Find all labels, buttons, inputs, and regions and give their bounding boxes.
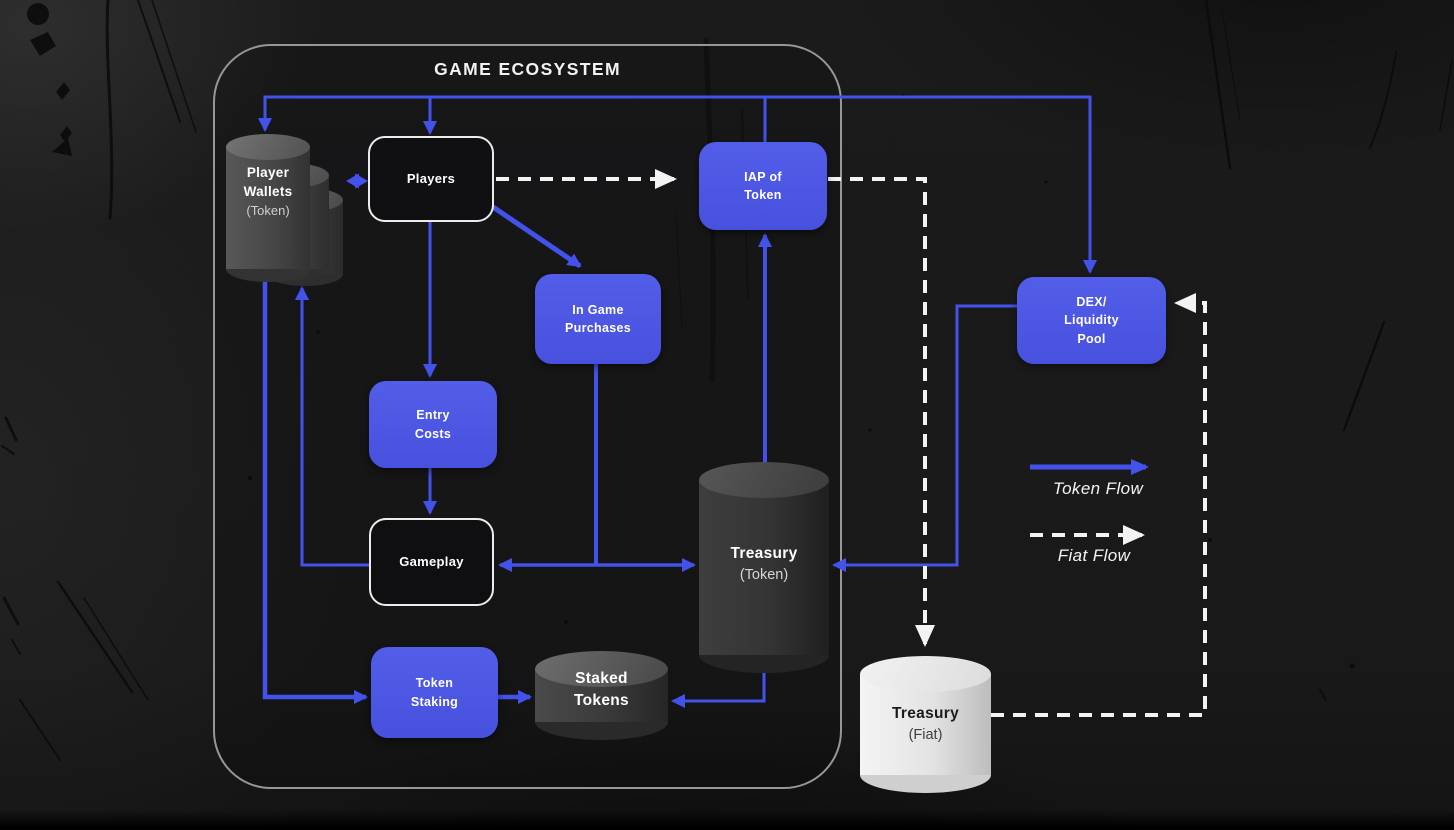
treasury-token-title: Treasury: [730, 545, 798, 562]
token-staking-label: Token Staking: [410, 676, 459, 709]
player-wallets-subtitle: (Token): [246, 202, 290, 218]
treasury-token-label: Treasury (Token): [702, 543, 826, 585]
node-gameplay: Gameplay: [369, 518, 494, 606]
node-player-wallets: [226, 134, 310, 282]
node-iap-of-token: IAP of Token: [699, 142, 827, 230]
edge-iap-to-treasury-fiat: [828, 177, 935, 647]
entry-costs-label: Entry Costs: [414, 408, 452, 441]
diagram-title: GAME ECOSYSTEM: [434, 59, 621, 79]
node-treasury-token: [699, 462, 829, 673]
iap-label: IAP of Token: [744, 169, 782, 202]
legend-fiat-flow-label: Fiat Flow: [1057, 546, 1131, 565]
player-wallets-label: Player Wallets (Token): [222, 164, 314, 220]
legend-token-flow-label: Token Flow: [1052, 479, 1144, 498]
edge-dex-to-treasury: [832, 304, 1017, 572]
edge-treasury-fiat-to-dex: [991, 293, 1207, 717]
node-token-staking: Token Staking: [371, 647, 498, 738]
treasury-fiat-title: Treasury: [891, 705, 960, 722]
staked-tokens-title: Staked Tokens: [574, 670, 629, 709]
player-wallets-title: Player Wallets: [243, 165, 293, 199]
players-label: Players: [406, 170, 456, 186]
treasury-fiat-label: Treasury (Fiat): [863, 703, 988, 745]
staked-tokens-label: Staked Tokens: [540, 668, 663, 711]
node-treasury-fiat: [860, 656, 991, 793]
in-game-purchases-label: In Game Purchases: [565, 302, 631, 335]
treasury-token-subtitle: (Token): [739, 566, 789, 583]
gameplay-label: Gameplay: [399, 553, 464, 569]
node-staked-tokens: [535, 651, 668, 740]
treasury-fiat-subtitle: (Fiat): [908, 726, 943, 743]
dex-label: DEX/ Liquidity Pool: [1064, 295, 1119, 346]
node-players: Players: [368, 136, 494, 222]
node-entry-costs: Entry Costs: [369, 381, 497, 468]
node-dex-liquidity-pool: DEX/ Liquidity Pool: [1017, 277, 1166, 364]
node-in-game-purchases: In Game Purchases: [535, 274, 661, 364]
